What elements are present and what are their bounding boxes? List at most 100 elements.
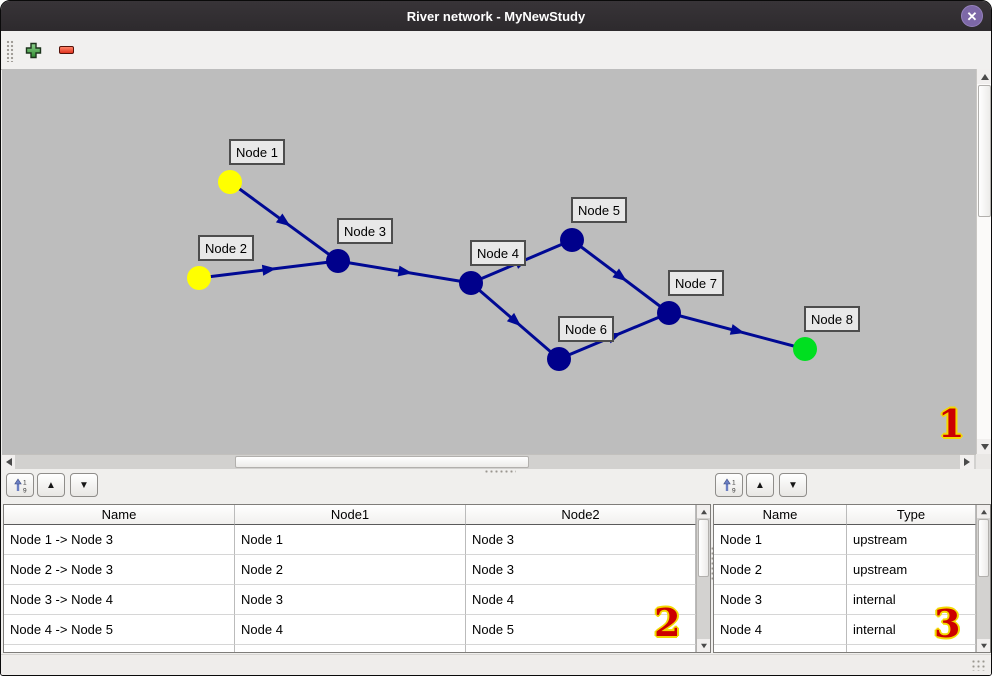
horizontal-scroll-thumb[interactable] (235, 456, 529, 468)
svg-text:9: 9 (732, 487, 736, 493)
table-cell[interactable]: Node 3 (235, 585, 466, 615)
node-node-4[interactable] (459, 271, 483, 295)
table-cell[interactable]: upstream (847, 555, 976, 585)
table-cell[interactable]: Node 2 -> Node 3 (4, 555, 235, 585)
table-cell[interactable]: Node 5 (466, 615, 696, 645)
canvas-vertical-scrollbar[interactable] (976, 69, 991, 454)
flow-arrow-icon (612, 268, 627, 282)
scrollbar-corner (976, 454, 991, 469)
node-label-box (804, 306, 860, 332)
add-node-button[interactable] (21, 38, 45, 62)
column-header-name[interactable]: Name (4, 505, 235, 525)
remove-node-button[interactable] (54, 38, 78, 62)
table-cell[interactable]: Node 1 (235, 525, 466, 555)
node-table-scrollbar[interactable] (976, 505, 990, 652)
toolbar-grip-handle[interactable] (6, 40, 14, 62)
table-cell[interactable]: Node 1 -> Node 3 (4, 525, 235, 555)
node-node-3[interactable] (326, 249, 350, 273)
table-cell[interactable]: upstream (847, 525, 976, 555)
flow-arrow-icon (397, 265, 413, 277)
table-cell[interactable] (466, 645, 696, 652)
node-node-2[interactable] (187, 266, 211, 290)
pane-splitter-handle[interactable] (484, 469, 516, 474)
sort-ascending-icon: 1 9 (722, 477, 736, 493)
up-arrow-icon (700, 509, 707, 514)
up-triangle-icon: ▲ (46, 479, 56, 491)
vertical-scroll-thumb[interactable] (978, 85, 991, 217)
close-icon: ✕ (966, 8, 978, 24)
left-arrow-icon (5, 458, 12, 466)
move-up-button-left[interactable]: ▲ (37, 473, 65, 497)
scroll-down-button[interactable] (977, 639, 990, 652)
scroll-down-button[interactable] (977, 439, 991, 454)
table-cell[interactable]: Node 2 (235, 555, 466, 585)
down-triangle-icon: ▼ (79, 479, 89, 491)
table-cell[interactable] (4, 645, 235, 652)
scroll-thumb[interactable] (698, 519, 709, 577)
node-label-node-8: Node 8 (804, 306, 860, 332)
scroll-down-button[interactable] (697, 639, 710, 652)
table-cell[interactable]: Node 3 (466, 555, 696, 585)
column-header-node2[interactable]: Node2 (466, 505, 696, 525)
flow-arrow-icon (275, 213, 291, 227)
annotation-number: 1 (938, 401, 965, 446)
sort-button-left[interactable]: 1 9 (6, 473, 34, 497)
canvas-horizontal-scrollbar[interactable] (2, 454, 976, 469)
node-node-6[interactable] (547, 347, 571, 371)
resize-grip[interactable] (971, 659, 986, 671)
minus-icon (58, 46, 74, 54)
table-cell[interactable] (235, 645, 466, 652)
scroll-right-button[interactable] (960, 455, 974, 469)
node-node-8[interactable] (793, 337, 817, 361)
scroll-up-button[interactable] (697, 505, 710, 518)
column-header-type[interactable]: Type (847, 505, 976, 525)
table-cell[interactable]: Node 4 (466, 585, 696, 615)
table-cell[interactable]: Node 3 -> Node 4 (4, 585, 235, 615)
reach-table-scrollbar[interactable] (696, 505, 710, 652)
move-down-button-right[interactable]: ▼ (779, 473, 807, 497)
up-triangle-icon: ▲ (755, 479, 765, 491)
window-title: River network - MyNewStudy (406, 8, 586, 24)
table-cell[interactable]: Node 3 (466, 525, 696, 555)
node-label-node-2: Node 2 (198, 235, 254, 261)
table-cell[interactable]: internal (847, 585, 976, 615)
table-cell[interactable] (847, 645, 976, 652)
node-node-5[interactable] (560, 228, 584, 252)
node-label-text: Node 6 (565, 322, 607, 337)
table-splitter-handle[interactable] (710, 546, 715, 580)
node-label-text: Node 3 (344, 224, 386, 239)
table-cell[interactable] (714, 645, 847, 652)
right-arrow-icon (964, 458, 970, 466)
table-cell[interactable]: Node 4 -> Node 5 (4, 615, 235, 645)
close-button[interactable]: ✕ (961, 5, 983, 27)
main-toolbar (1, 31, 991, 70)
svg-text:9: 9 (23, 487, 27, 493)
scroll-up-button[interactable] (977, 69, 991, 84)
column-header-node1[interactable]: Node1 (235, 505, 466, 525)
table-cell[interactable]: Node 4 (714, 615, 847, 645)
move-up-button-right[interactable]: ▲ (746, 473, 774, 497)
node-node-1[interactable] (218, 170, 242, 194)
node-node-7[interactable] (657, 301, 681, 325)
scroll-up-button[interactable] (977, 505, 990, 518)
node-label-text: Node 1 (236, 145, 278, 160)
title-bar: River network - MyNewStudy ✕ (1, 1, 991, 31)
column-header-name[interactable]: Name (714, 505, 847, 525)
flow-arrow-icon (729, 324, 745, 335)
scroll-thumb[interactable] (978, 519, 989, 577)
table-cell[interactable]: internal (847, 615, 976, 645)
move-down-button-left[interactable]: ▼ (70, 473, 98, 497)
scroll-left-button[interactable] (2, 455, 15, 469)
node-label-box (470, 240, 526, 266)
node-label-box (198, 235, 254, 261)
node-label-box (337, 218, 393, 244)
table-cell[interactable]: Node 3 (714, 585, 847, 615)
up-arrow-icon (980, 509, 987, 514)
svg-text:1: 1 (23, 479, 27, 486)
table-cell[interactable]: Node 2 (714, 555, 847, 585)
table-cell[interactable]: Node 1 (714, 525, 847, 555)
sort-button-right[interactable]: 1 9 (715, 473, 743, 497)
table-cell[interactable]: Node 4 (235, 615, 466, 645)
